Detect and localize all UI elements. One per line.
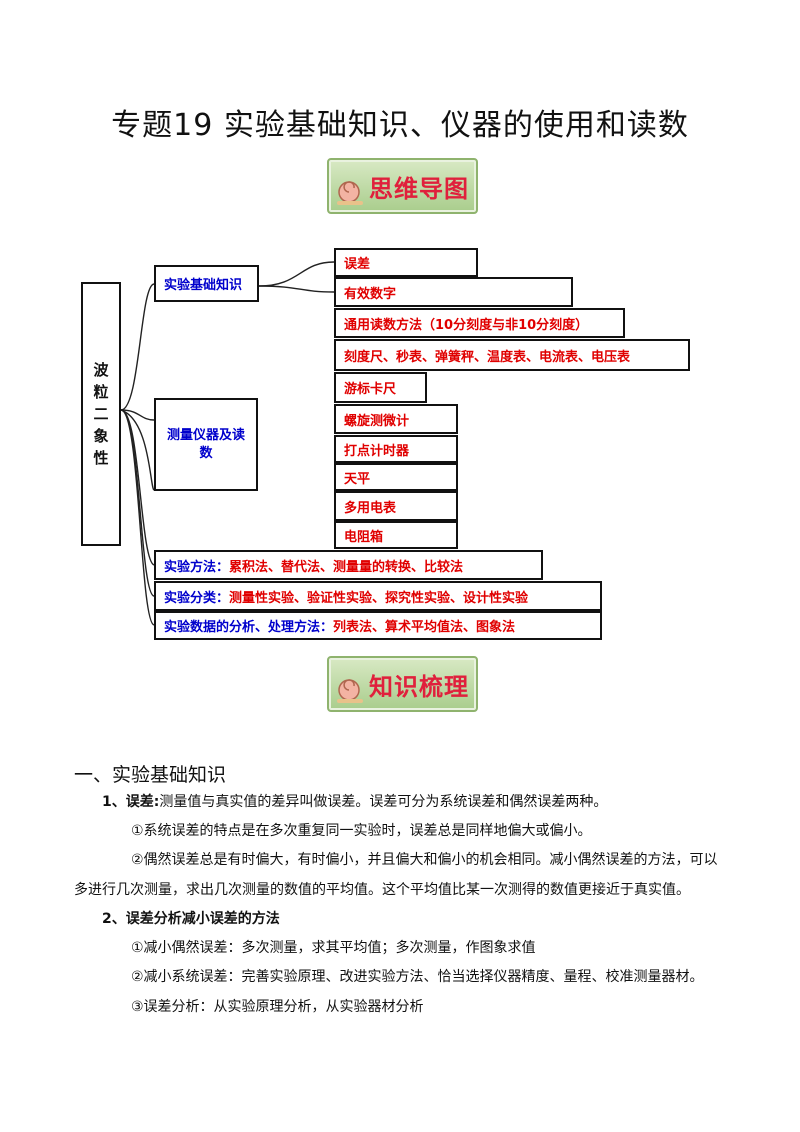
error-label: 1、误差: <box>102 794 160 810</box>
leaf-error: 误差 <box>334 248 478 277</box>
leaf-vernier-caliper: 游标卡尺 <box>334 372 427 403</box>
categories-label: 实验分类： <box>164 590 230 606</box>
branch-basic-knowledge: 实验基础知识 <box>154 265 259 302</box>
leaf-ticker-timer: 打点计时器 <box>334 435 458 463</box>
paragraph-error-def: 1、误差:测量值与真实值的差异叫做误差。误差可分为系统误差和偶然误差两种。 <box>102 792 607 812</box>
knowledge-banner-label: 知识梳理 <box>369 673 469 701</box>
categories-text: 测量性实验、验证性实验、探究性实验、设计性实验 <box>229 590 529 606</box>
root-char: 波 <box>93 361 109 379</box>
categories-box: 实验分类：测量性实验、验证性实验、探究性实验、设计性实验 <box>154 581 602 611</box>
paragraph-random-a: ②偶然误差总是有时偏大，有时偏小，并且偏大和偏小的机会相同。减小偶然误差的方法，… <box>131 852 718 868</box>
paragraph-reduce-random: ①减小偶然误差：多次测量，求其平均值；多次测量，作图象求值 <box>131 940 536 956</box>
branch-instruments-label: 测量仪器及读数 <box>166 427 245 461</box>
mindmap-banner: 思维导图 <box>327 158 478 214</box>
leaf-reading-method: 通用读数方法（10分刻度与非10分刻度） <box>334 308 625 338</box>
leaf-instrument-list: 刻度尺、秒表、弹簧秤、温度表、电流表、电压表 <box>334 339 690 371</box>
page-title: 专题19 实验基础知识、仪器的使用和读数 <box>111 108 689 143</box>
mindmap-banner-label: 思维导图 <box>369 175 469 203</box>
paragraph-reduce-systematic: ②减小系统误差：完善实验原理、改进实验方法、恰当选择仪器精度、量程、校准测量器材… <box>131 969 704 985</box>
snail-icon <box>337 679 363 703</box>
mindmap-root: 波 粒 二 象 性 <box>81 282 121 546</box>
root-char: 象 <box>93 427 109 445</box>
section-heading: 一、实验基础知识 <box>74 764 227 786</box>
analysis-text: 列表法、算术平均值法、图象法 <box>333 620 516 635</box>
leaf-resistance-box: 电阻箱 <box>334 521 458 549</box>
methods-text: 累积法、替代法、测量量的转换、比较法 <box>229 559 464 575</box>
methods-label: 实验方法： <box>164 559 230 575</box>
leaf-significant-figures: 有效数字 <box>334 277 573 307</box>
root-char: 二 <box>93 405 109 423</box>
paragraph-error-analysis: ③误差分析：从实验原理分析，从实验器材分析 <box>131 999 424 1015</box>
analysis-box: 实验数据的分析、处理方法：列表法、算术平均值法、图象法 <box>154 611 602 640</box>
methods-box: 实验方法：累积法、替代法、测量量的转换、比较法 <box>154 550 543 580</box>
analysis-label: 实验数据的分析、处理方法： <box>164 620 334 635</box>
knowledge-banner: 知识梳理 <box>327 656 478 712</box>
branch-instruments: 测量仪器及读数 <box>154 398 258 491</box>
error-text: 测量值与真实值的差异叫做误差。误差可分为系统误差和偶然误差两种。 <box>159 794 608 810</box>
root-char: 性 <box>93 449 109 467</box>
root-char: 粒 <box>93 383 109 401</box>
paragraph-reduce-heading: 2、误差分析减小误差的方法 <box>102 911 280 927</box>
leaf-micrometer: 螺旋测微计 <box>334 404 458 434</box>
snail-icon <box>337 181 363 205</box>
leaf-multimeter: 多用电表 <box>334 491 458 521</box>
paragraph-random-b: 多进行几次测量，求出几次测量的数值的平均值。这个平均值比某一次测得的数值更接近于… <box>74 882 690 898</box>
leaf-balance: 天平 <box>334 463 458 491</box>
paragraph-systematic: ①系统误差的特点是在多次重复同一实验时，误差总是同样地偏大或偏小。 <box>131 823 592 839</box>
